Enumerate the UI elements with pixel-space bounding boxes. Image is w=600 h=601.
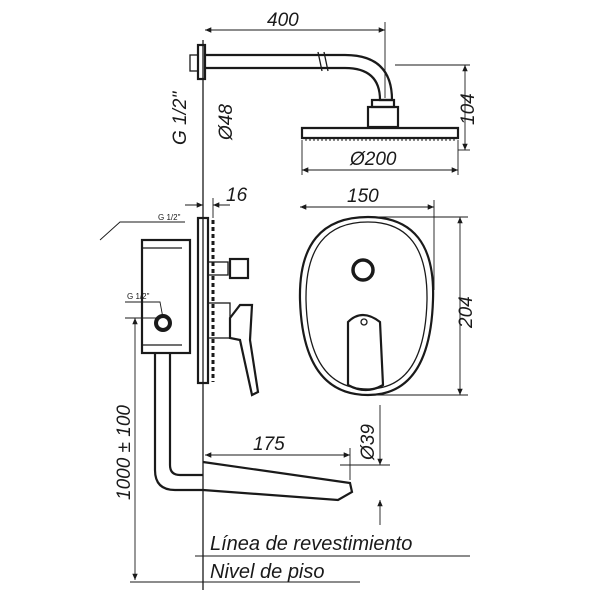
mixer-side-view [140, 216, 354, 502]
box-thread-side: G 1/2" [127, 292, 150, 301]
shower-arm [189, 43, 460, 141]
dim-head-diameter: Ø200 [349, 149, 397, 170]
box-thread-top: G 1/2" [158, 213, 181, 222]
dim-spout-length: 175 [253, 434, 285, 455]
dim-mount-height: 1000 ± 100 [114, 405, 135, 500]
dim-plate-height: 204 [456, 296, 477, 329]
trim-plate-front [298, 215, 435, 397]
floor-line-label: Nivel de piso [210, 561, 325, 583]
dim-arm-height: 104 [458, 93, 479, 125]
dim-spout-diameter: Ø39 [358, 424, 379, 461]
wall-line-label: Línea de revestimiento [210, 533, 412, 555]
dim-plate-width: 150 [347, 186, 379, 207]
dim-arm-length: 400 [267, 10, 299, 31]
dim-plate-depth: 16 [226, 185, 248, 206]
dim-thread-main: G 1/2" [170, 91, 191, 145]
dim-connector-diameter: Ø48 [216, 104, 237, 141]
